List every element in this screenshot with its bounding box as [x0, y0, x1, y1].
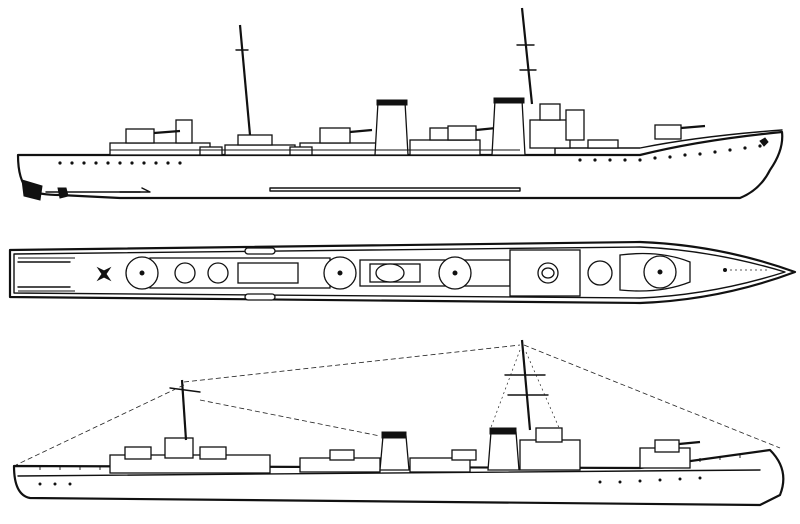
anchor-icon [759, 137, 769, 147]
rudder [21, 179, 43, 201]
perspective-gun-mounts [124, 439, 701, 461]
ship-perspective-view [12, 339, 785, 507]
perspective-masts [169, 339, 549, 441]
profile-gun-mounts [125, 124, 706, 144]
perspective-railing [39, 454, 741, 470]
profile-portholes [58, 144, 762, 165]
stern-emblem-icon [96, 266, 112, 282]
perspective-hull [12, 448, 785, 507]
perspective-superstructure [109, 427, 691, 474]
perspective-portholes [38, 476, 702, 486]
forecastle-deck-line [554, 129, 783, 156]
plan-gun-mounts [125, 255, 677, 290]
waterline-stripe [269, 187, 521, 192]
profile-deck-fittings [110, 139, 619, 156]
plan-hull [8, 240, 797, 305]
plan-funnels [375, 263, 555, 283]
profile-funnels [374, 97, 526, 156]
ship-profile-view [16, 7, 784, 201]
perspective-rigging [15, 344, 781, 466]
ship-plan-view [8, 240, 797, 305]
profile-masts [235, 7, 537, 136]
perspective-funnels [379, 427, 520, 471]
